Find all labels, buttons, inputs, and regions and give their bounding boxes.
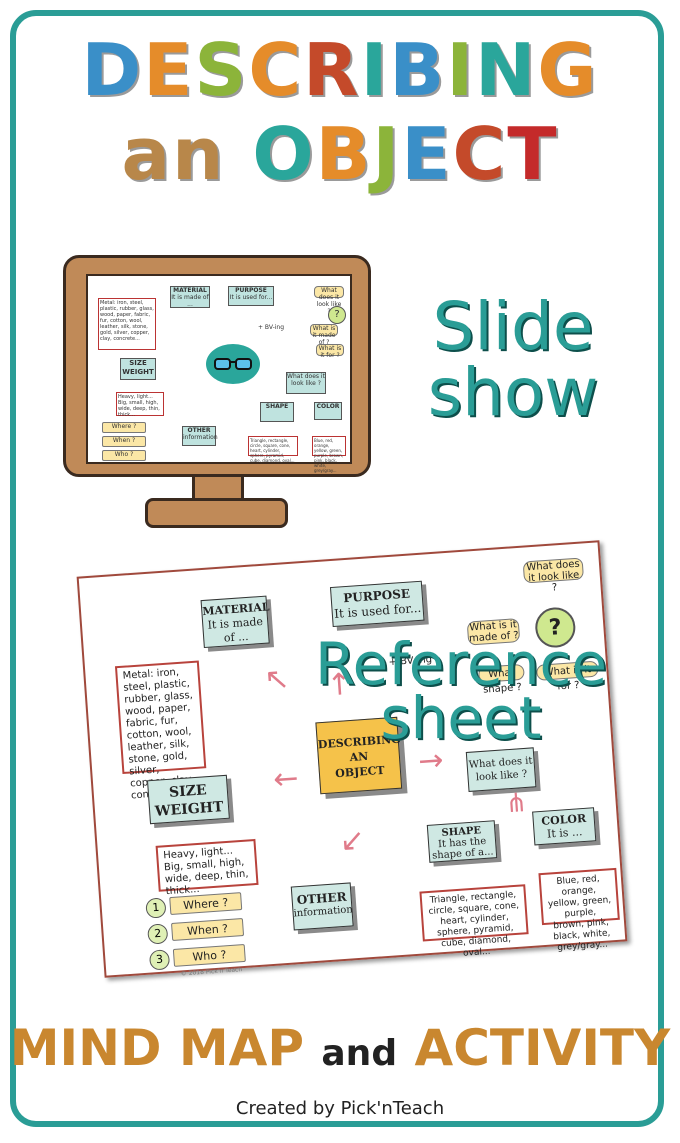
reference-sheet: MATERIAL It is made of ... PURPOSE It is… bbox=[76, 540, 628, 978]
shape-examples: Triangle, rectangle, circle, square, con… bbox=[419, 884, 529, 959]
title-object-letter: C bbox=[452, 112, 508, 196]
mini-size-weight: SIZE WEIGHT bbox=[120, 358, 156, 380]
title-line-1-letter: E bbox=[143, 28, 195, 112]
bottom-title: MIND MAP and ACTIVITY bbox=[0, 1018, 680, 1084]
fork-arrow-icon: ⋔ bbox=[504, 787, 529, 820]
monitor: MATERIAL It is made of ... PURPOSE It is… bbox=[63, 255, 371, 477]
mini-color-examples: Blue, red, orange, yellow, green, purple… bbox=[312, 436, 346, 473]
arrow-to-other-icon: ↙ bbox=[338, 822, 367, 860]
mini-purpose-subtitle: It is used for... bbox=[229, 294, 273, 301]
mini-wh-who: Who ? bbox=[102, 450, 146, 461]
wh-number-3: 3 bbox=[148, 949, 171, 971]
bottom-title-and: and bbox=[321, 1033, 398, 1074]
mini-shape: SHAPE bbox=[260, 402, 294, 422]
purpose-box: PURPOSE It is used for... bbox=[329, 580, 425, 628]
reference-label-1: Reference bbox=[314, 630, 608, 698]
question-look-like: What does it look like ? bbox=[522, 557, 585, 594]
reference-label-2: sheet bbox=[380, 684, 542, 752]
size-weight-box: SIZE WEIGHT bbox=[146, 774, 230, 825]
material-examples: Metal: iron, steel, plastic, rubber, gla… bbox=[114, 660, 207, 801]
other-subtitle: information bbox=[293, 904, 354, 920]
size-examples: Heavy, light... Big, small, high, wide, … bbox=[155, 838, 259, 897]
title-line-1: DESCRIBING bbox=[0, 28, 680, 112]
mini-question-2: What is it made of ? bbox=[310, 324, 338, 346]
mini-wh-where: Where ? bbox=[102, 422, 146, 433]
material-box: MATERIAL It is made of ... bbox=[200, 595, 270, 649]
color-examples: Blue, red, orange, yellow, green, purple… bbox=[538, 867, 620, 953]
slideshow-label-2: show bbox=[427, 354, 599, 431]
mini-other-title: OTHER bbox=[187, 427, 211, 434]
title-line-1-letter: D bbox=[81, 28, 144, 112]
mini-purpose-hint: + BV-ing bbox=[257, 324, 285, 331]
shape-subtitle: It has the shape of a... bbox=[431, 835, 494, 862]
monitor-base bbox=[145, 498, 288, 528]
title-object-letter: T bbox=[507, 112, 559, 196]
mini-purpose-title: PURPOSE bbox=[235, 287, 267, 294]
wh-number-2: 2 bbox=[147, 923, 169, 945]
shape-box: SHAPE It has the shape of a... bbox=[426, 820, 498, 863]
mini-other-subtitle: information bbox=[183, 434, 218, 441]
page-frame bbox=[10, 10, 664, 1127]
title-object-letter: J bbox=[372, 112, 402, 196]
mini-look-like: What does it look like ? bbox=[286, 372, 326, 394]
mini-shape-title: SHAPE bbox=[265, 403, 289, 410]
mini-material-title: MATERIAL bbox=[173, 287, 207, 294]
mini-question-4: What is it for ? bbox=[316, 344, 344, 359]
bottom-title-activity: ACTIVITY bbox=[414, 1019, 671, 1077]
title-line-1-letter: G bbox=[537, 28, 599, 112]
title-an: an bbox=[121, 112, 253, 196]
mini-material: MATERIAL It is made of ... bbox=[170, 286, 210, 308]
wh-when: When ? bbox=[171, 918, 245, 941]
wh-where: Where ? bbox=[169, 892, 243, 916]
mini-weight-title: WEIGHT bbox=[122, 368, 154, 376]
title-object-letter: O bbox=[252, 112, 316, 196]
mini-size-title: SIZE bbox=[129, 359, 147, 367]
mini-color: COLOR bbox=[314, 402, 342, 420]
wh-number-1: 1 bbox=[145, 897, 167, 919]
title-line-1-letter: B bbox=[389, 28, 447, 112]
arrow-to-size-icon: ← bbox=[272, 760, 300, 798]
title-line-1-letter: C bbox=[248, 28, 304, 112]
mini-purpose: PURPOSE It is used for... bbox=[228, 286, 274, 306]
slideshow-label-1: Slide bbox=[432, 288, 594, 365]
bottom-title-mind-map: MIND MAP bbox=[9, 1019, 304, 1077]
title-line-1-letter: I bbox=[360, 28, 390, 112]
mini-shape-examples: Triangle, rectangle, circle, square, con… bbox=[248, 436, 298, 463]
wh-who: Who ? bbox=[172, 943, 246, 967]
look-like-box: What does it look like ? bbox=[465, 747, 537, 792]
mini-other: OTHER information bbox=[182, 426, 218, 446]
title-line-1-letter: I bbox=[446, 28, 476, 112]
other-box: OTHER information bbox=[290, 882, 354, 931]
glasses-icon bbox=[206, 344, 260, 384]
mini-color-title: COLOR bbox=[316, 403, 340, 410]
monitor-screen: MATERIAL It is made of ... PURPOSE It is… bbox=[86, 274, 352, 473]
title-object-letter: B bbox=[315, 112, 373, 196]
color-box: COLOR It is ... bbox=[532, 807, 597, 846]
title-line-1-letter: S bbox=[194, 28, 249, 112]
arrow-to-material-icon: ↖ bbox=[263, 661, 291, 698]
title-line-2: an OBJECT bbox=[0, 112, 680, 196]
material-subtitle: It is made of ... bbox=[207, 614, 264, 645]
mini-material-subtitle: It is made of ... bbox=[171, 294, 209, 308]
credit: Created by Pick'nTeach bbox=[235, 1098, 445, 1119]
mini-material-examples: Metal: iron, steel, plastic, rubber, gla… bbox=[98, 298, 156, 350]
mini-question-mark-icon: ? bbox=[328, 306, 346, 324]
mini-question-1: What does it look like ? bbox=[314, 286, 344, 315]
mini-size-examples: Heavy, light... Big, small, high, wide, … bbox=[116, 392, 164, 418]
mini-wh-when: When ? bbox=[102, 436, 146, 447]
title-line-1-letter: R bbox=[303, 28, 361, 112]
title-line-1-letter: N bbox=[475, 28, 538, 112]
title-object-letter: E bbox=[401, 112, 453, 196]
